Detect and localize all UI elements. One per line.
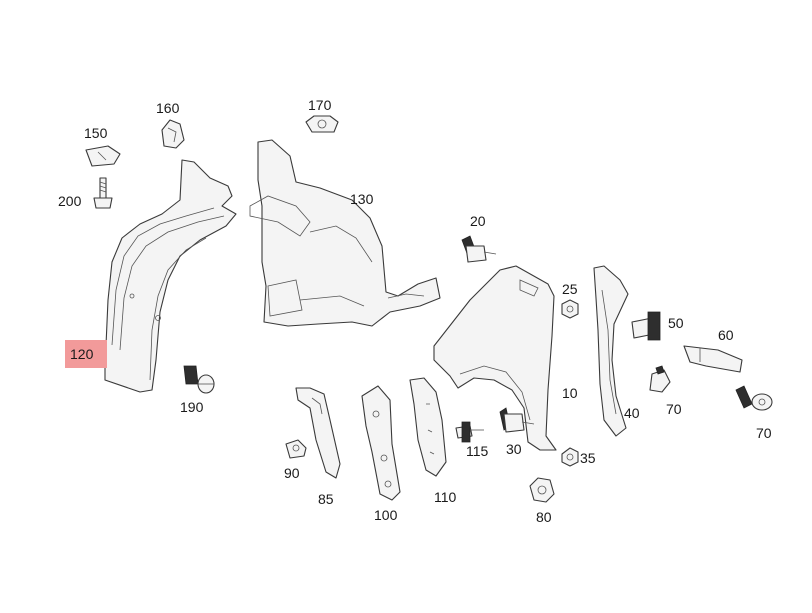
callout-110[interactable]: 110 bbox=[434, 489, 457, 505]
callout-115[interactable]: 115 bbox=[466, 443, 489, 459]
callout-10[interactable]: 10 bbox=[562, 385, 578, 401]
splash-panel-part[interactable] bbox=[249, 139, 441, 327]
bolt-20-part[interactable] bbox=[461, 235, 497, 263]
callout-120[interactable]: 120 bbox=[70, 346, 94, 362]
callout-150[interactable]: 150 bbox=[84, 125, 108, 141]
screw-200-part[interactable] bbox=[93, 177, 113, 209]
bracket-110-part[interactable] bbox=[409, 377, 447, 477]
bolt-70b-part[interactable] bbox=[735, 385, 773, 411]
trim-40-part[interactable] bbox=[593, 265, 629, 437]
nut-25-part[interactable] bbox=[561, 299, 579, 319]
callout-90[interactable]: 90 bbox=[284, 465, 300, 481]
callout-130[interactable]: 130 bbox=[350, 191, 374, 207]
clip-160-part[interactable] bbox=[161, 119, 185, 149]
bolt-30-part[interactable] bbox=[499, 407, 535, 433]
callout-190[interactable]: 190 bbox=[180, 399, 204, 415]
nut-150-part[interactable] bbox=[85, 145, 121, 167]
callout-20[interactable]: 20 bbox=[470, 213, 486, 229]
callout-120-highlight bbox=[65, 340, 107, 368]
callout-70a[interactable]: 70 bbox=[666, 401, 682, 417]
nut-35-part[interactable] bbox=[561, 447, 579, 467]
callout-160[interactable]: 160 bbox=[156, 100, 180, 116]
callout-200[interactable]: 200 bbox=[58, 193, 82, 209]
wheel-arch-liner-part[interactable] bbox=[104, 159, 237, 393]
bolt-70a-part[interactable] bbox=[649, 365, 671, 393]
seal-100-part[interactable] bbox=[361, 385, 401, 501]
fender-part[interactable] bbox=[433, 265, 557, 451]
rivet-190-part[interactable] bbox=[183, 365, 215, 394]
callout-40[interactable]: 40 bbox=[624, 405, 640, 421]
callout-70b[interactable]: 70 bbox=[756, 425, 772, 441]
bracket-60-part[interactable] bbox=[683, 345, 743, 373]
bolt-115-part[interactable] bbox=[455, 421, 484, 443]
callout-25[interactable]: 25 bbox=[562, 281, 578, 297]
callout-80[interactable]: 80 bbox=[536, 509, 552, 525]
bracket-85-part[interactable] bbox=[295, 387, 341, 479]
callout-50[interactable]: 50 bbox=[668, 315, 684, 331]
callout-60[interactable]: 60 bbox=[718, 327, 734, 343]
callout-35[interactable]: 35 bbox=[580, 450, 596, 466]
nut-80-part[interactable] bbox=[529, 477, 555, 503]
callout-30[interactable]: 30 bbox=[506, 441, 522, 457]
clip-170-part[interactable] bbox=[305, 115, 339, 133]
clip-90-part[interactable] bbox=[285, 439, 307, 459]
callout-100[interactable]: 100 bbox=[374, 507, 398, 523]
callout-170[interactable]: 170 bbox=[308, 97, 332, 113]
callout-85[interactable]: 85 bbox=[318, 491, 334, 507]
bolt-50-part[interactable] bbox=[631, 311, 661, 341]
